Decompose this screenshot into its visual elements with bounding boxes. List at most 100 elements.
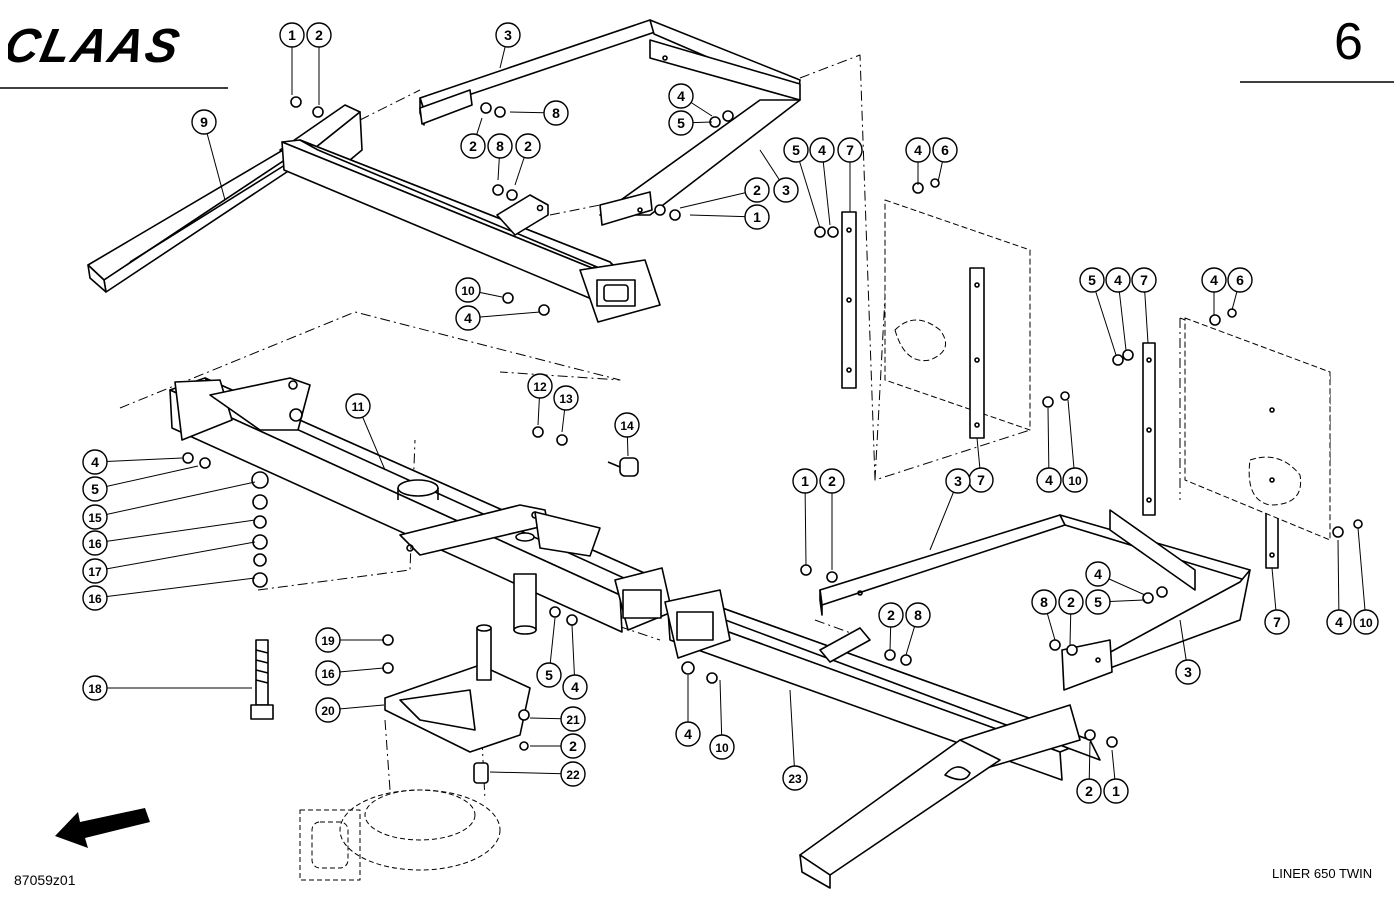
cap-part [607, 457, 639, 477]
callout-number: 2 [524, 138, 532, 154]
callout-number: 1 [1112, 783, 1120, 799]
callout-circle [560, 761, 586, 787]
callout-part-14: 14 [614, 412, 640, 438]
callout-circle [1105, 267, 1131, 293]
callout-circle [1131, 267, 1157, 293]
lower-u-bracket [819, 509, 1251, 691]
callout-circle [560, 733, 586, 759]
callout-circle [191, 109, 217, 135]
callout-number: 7 [1140, 272, 1148, 288]
callout-part-10: 10 [1353, 609, 1379, 635]
callout-part-2: 2 [515, 133, 541, 159]
callout-number: 3 [504, 27, 512, 43]
callout-number: 3 [1184, 664, 1192, 680]
callout-part-2: 2 [306, 22, 332, 48]
callout-number: 5 [91, 481, 99, 497]
callout-circle [1175, 659, 1201, 685]
callout-circle [82, 558, 108, 584]
direction-arrow [55, 808, 150, 848]
callout-circle [543, 100, 569, 126]
callout-part-4: 4 [675, 721, 701, 747]
callout-number: 4 [464, 310, 472, 326]
callout-part-2: 2 [819, 468, 845, 494]
callout-number: 2 [569, 738, 577, 754]
callout-circle [1076, 778, 1102, 804]
callout-circle [1227, 267, 1253, 293]
callout-number: 9 [200, 114, 208, 130]
callout-number: 1 [288, 27, 296, 43]
callout-part-22: 22 [560, 761, 586, 787]
lower-drawbar [664, 589, 1101, 889]
main-cross-beam [169, 377, 673, 635]
callout-number: 4 [1045, 472, 1053, 488]
callout-number: 5 [545, 667, 553, 683]
callout-number: 2 [469, 138, 477, 154]
callout-circle [675, 721, 701, 747]
callout-leader-line [94, 457, 183, 463]
callout-number: 10 [1359, 616, 1373, 630]
callout-part-5: 5 [783, 137, 809, 163]
callout-circle [1031, 589, 1057, 615]
callout-part-4: 4 [668, 83, 694, 109]
callout-circle [668, 83, 694, 109]
callout-part-7: 7 [1131, 267, 1157, 293]
callout-part-4: 4 [905, 137, 931, 163]
callout-part-16: 16 [82, 585, 108, 611]
callout-leader-line [94, 577, 256, 599]
callout-number: 4 [677, 88, 685, 104]
callout-part-19: 19 [315, 627, 341, 653]
callout-number: 2 [753, 182, 761, 198]
callout-circle [82, 585, 108, 611]
callout-circle [1085, 561, 1111, 587]
callout-number: 4 [818, 142, 826, 158]
callout-part-7: 7 [837, 137, 863, 163]
callout-number: 3 [782, 182, 790, 198]
callout-part-4: 4 [1085, 561, 1111, 587]
callout-leader-line [94, 541, 256, 572]
callout-circle [82, 504, 108, 530]
callout-leader-line [203, 121, 226, 201]
callout-part-6: 6 [932, 137, 958, 163]
callout-circle [1036, 467, 1062, 493]
callout-number: 14 [620, 419, 634, 433]
callout-leader-line [94, 481, 256, 518]
callout-circle [945, 468, 971, 494]
callout-part-13: 13 [553, 385, 579, 411]
callout-circle [819, 468, 845, 494]
callout-circle [932, 137, 958, 163]
callout-part-20: 20 [315, 697, 341, 723]
callout-number: 22 [566, 768, 580, 782]
callout-circle [553, 385, 579, 411]
callout-part-5: 5 [668, 110, 694, 136]
callout-circle [744, 204, 770, 230]
callout-part-10: 10 [1062, 467, 1088, 493]
callout-part-4: 4 [809, 137, 835, 163]
callout-leader-line [94, 465, 199, 490]
callout-part-4: 4 [82, 449, 108, 475]
callout-circle [773, 177, 799, 203]
callout-part-17: 17 [82, 558, 108, 584]
drawing-code: 87059z01 [14, 872, 76, 888]
fasteners [182, 96, 1363, 751]
callout-leader-line [489, 771, 574, 775]
callout-circle [878, 602, 904, 628]
callout-circle [82, 530, 108, 556]
callout-number: 4 [1094, 566, 1102, 582]
callout-part-1: 1 [1103, 778, 1129, 804]
callout-part-7: 7 [968, 467, 994, 493]
page-number: 6 [1334, 13, 1363, 71]
callout-circle [614, 412, 640, 438]
callout-circle [1201, 267, 1227, 293]
callout-number: 13 [559, 392, 573, 406]
callout-part-1: 1 [279, 22, 305, 48]
callout-part-4: 4 [1036, 467, 1062, 493]
callout-circle [315, 660, 341, 686]
callout-number: 5 [792, 142, 800, 158]
callout-number: 15 [88, 511, 102, 525]
callout-number: 12 [533, 380, 547, 394]
callout-part-16: 16 [315, 660, 341, 686]
callout-circle [345, 393, 371, 419]
